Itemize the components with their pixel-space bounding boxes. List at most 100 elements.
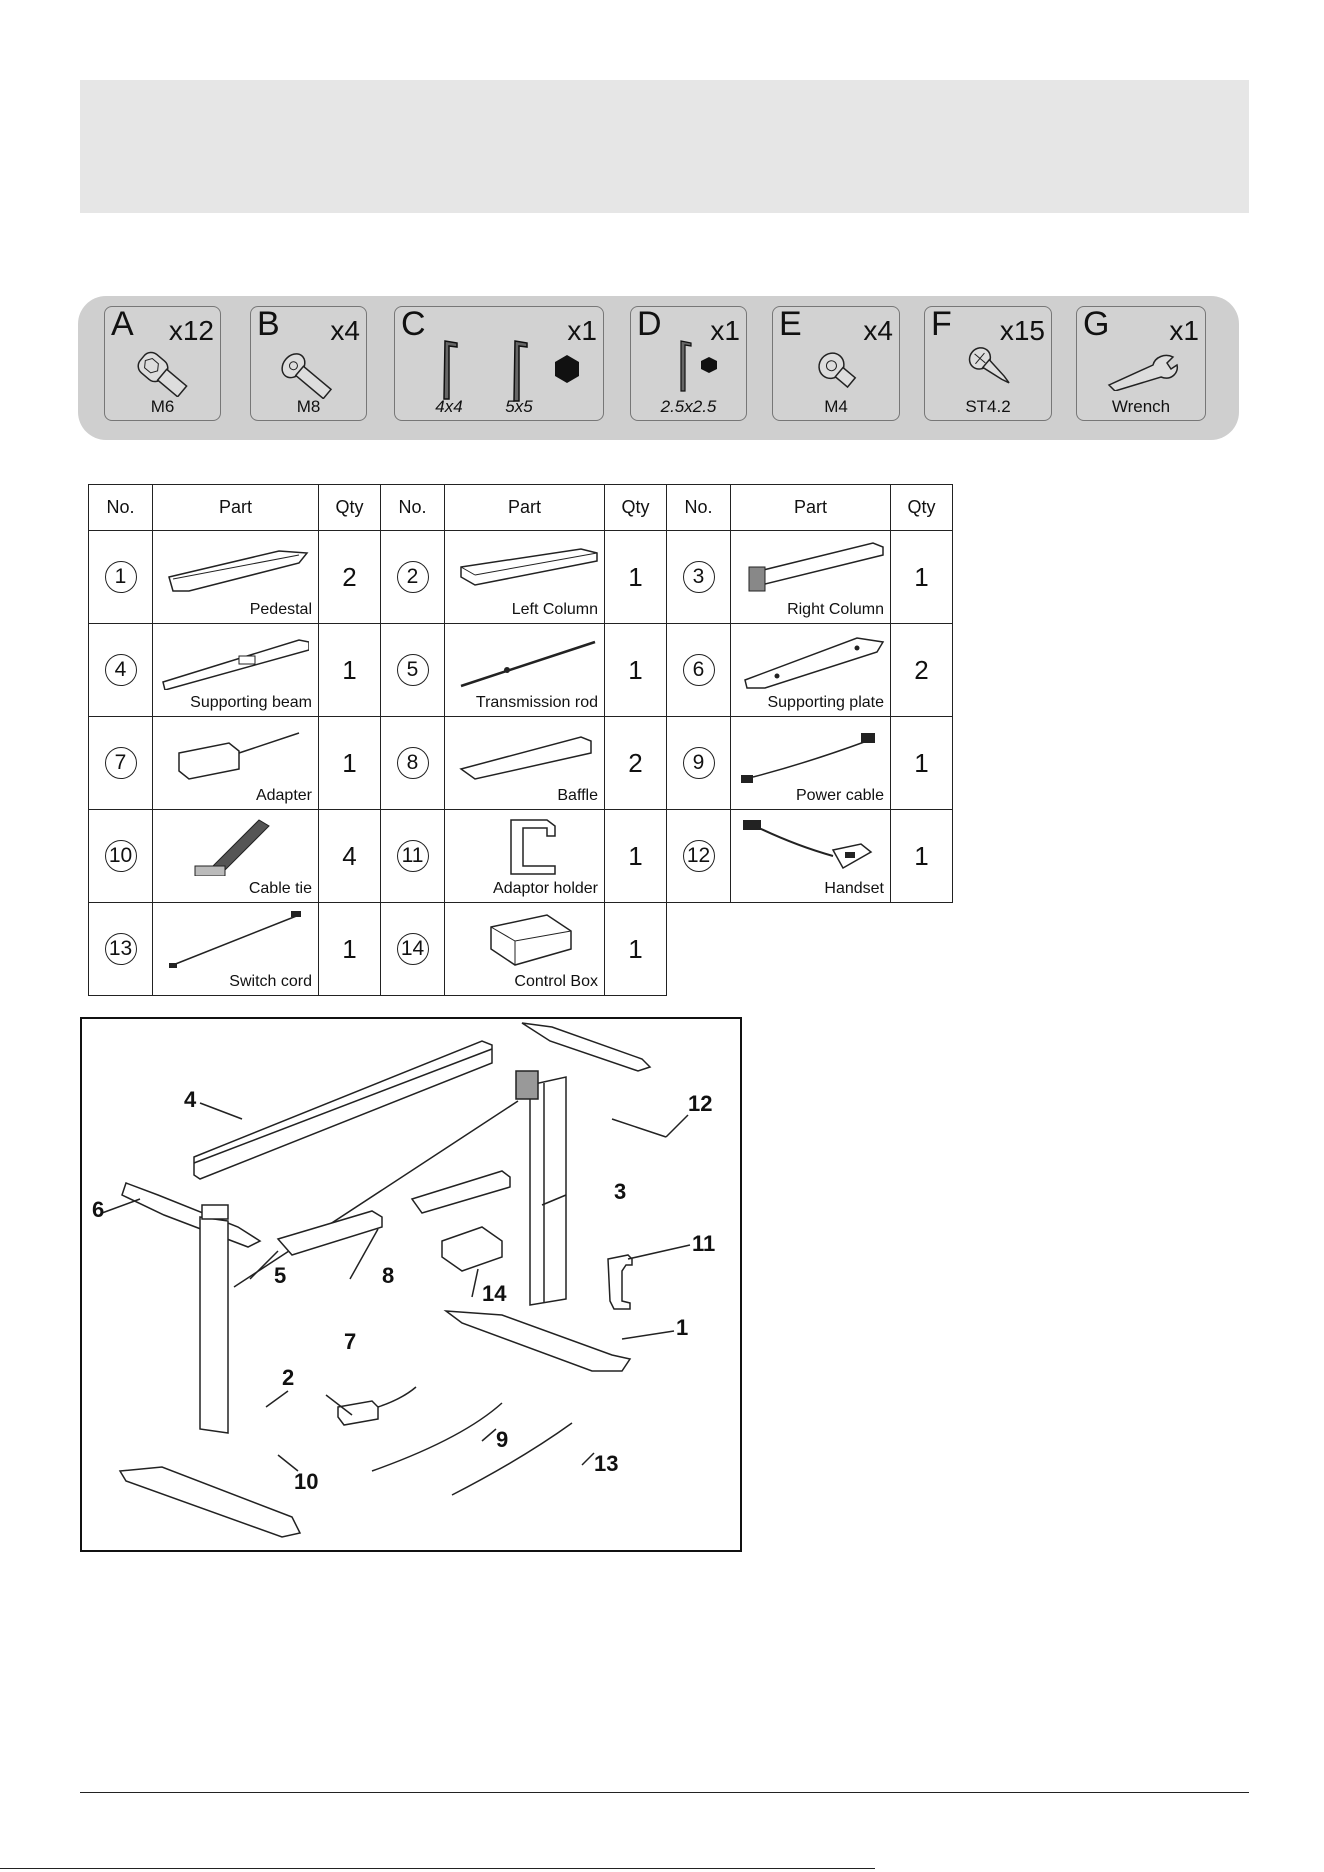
hardware-card-b: B x4 M8 — [250, 305, 367, 421]
parts-table: No. Part Qty No. Part Qty No. Part Qty 1… — [88, 484, 953, 996]
part-number: 8 — [396, 747, 429, 779]
table-row: 4 Supporting beam 1 5 Transmission rod 1… — [88, 623, 953, 717]
hardware-letter: B — [257, 305, 280, 343]
part-name: Adapter — [255, 787, 312, 804]
part-name: Supporting plate — [767, 694, 884, 711]
table-header-row: No. Part Qty No. Part Qty No. Part Qty — [88, 484, 953, 531]
adapter-image — [178, 732, 300, 780]
cap-screw-icon — [137, 351, 188, 397]
part-number: 9 — [682, 747, 715, 779]
part-number: 4 — [104, 654, 137, 686]
cable-tie-image — [194, 819, 270, 876]
supporting-plate-image — [744, 637, 885, 689]
hardware-card-d: D x1 2.5x2.5 — [630, 305, 747, 421]
header-qty: Qty — [318, 484, 381, 531]
part-number: 14 — [396, 933, 429, 965]
part-cell-power-cable: Power cable — [730, 716, 891, 810]
footer-divider — [80, 1792, 1249, 1793]
hardware-size: 2.5x2.5 — [660, 397, 717, 416]
hardware-size: M8 — [296, 397, 321, 416]
transmission-rod-image — [460, 640, 596, 688]
hardware-qty: x1 — [1169, 315, 1199, 346]
callout-1: 1 — [676, 1315, 688, 1340]
callout-2: 2 — [282, 1365, 294, 1390]
callout-5: 5 — [274, 1263, 286, 1288]
part-cell-pedestal: Pedestal — [152, 530, 319, 624]
right-column-image — [748, 542, 884, 592]
table-row: 1 Pedestal 2 2 Left Column 1 3 Right Col… — [88, 530, 953, 624]
part-name: Cable tie — [248, 880, 312, 897]
hardware-size: 5x5 — [505, 397, 533, 416]
power-cable-image — [741, 733, 875, 783]
part-number: 5 — [396, 654, 429, 686]
header-band — [80, 80, 1249, 213]
part-number: 1 — [104, 561, 137, 593]
header-part: Part — [444, 484, 605, 531]
supporting-beam-image — [162, 639, 309, 690]
header-no: No. — [666, 484, 731, 531]
part-qty: 1 — [604, 902, 667, 996]
callout-6: 6 — [92, 1197, 104, 1222]
part-cell-transmission-rod: Transmission rod — [444, 623, 605, 717]
pedestal-image — [168, 550, 309, 592]
header-qty: Qty — [604, 484, 667, 531]
adaptor-holder-image — [510, 819, 556, 875]
callout-9: 9 — [496, 1427, 508, 1452]
short-screw-icon — [818, 352, 857, 389]
hardware-qty: x4 — [863, 315, 893, 346]
part-name: Transmission rod — [475, 694, 598, 711]
part-name: Supporting beam — [190, 694, 312, 711]
flat-screw-icon — [281, 353, 333, 399]
left-column-image — [460, 548, 598, 586]
header-no: No. — [88, 484, 153, 531]
callout-11: 11 — [692, 1231, 715, 1256]
callout-14: 14 — [482, 1281, 507, 1306]
part-number: 11 — [396, 840, 429, 872]
part-name: Left Column — [511, 601, 598, 618]
part-cell-supporting-plate: Supporting plate — [730, 623, 891, 717]
part-cell-handset: Handset — [730, 809, 891, 903]
callout-7: 7 — [344, 1329, 356, 1354]
part-qty: 1 — [604, 809, 667, 903]
part-qty: 2 — [890, 623, 953, 717]
callout-12: 12 — [688, 1091, 712, 1116]
part-cell-left-column: Left Column — [444, 530, 605, 624]
callout-13: 13 — [594, 1451, 618, 1476]
wrench-icon — [1107, 354, 1179, 391]
wood-screw-icon — [968, 347, 1010, 384]
part-qty: 1 — [604, 530, 667, 624]
part-cell-control-box: Control Box — [444, 902, 605, 996]
callout-3: 3 — [614, 1179, 626, 1204]
hardware-card-c: C x1 4x4 5x5 — [394, 305, 604, 421]
part-qty: 1 — [318, 902, 381, 996]
hardware-qty: x1 — [710, 315, 740, 346]
hardware-card-g: G x1 Wrench — [1076, 305, 1206, 421]
part-name: Power cable — [795, 787, 884, 804]
control-box-image — [490, 914, 572, 966]
hardware-qty: x1 — [567, 315, 597, 346]
baffle-image — [459, 736, 592, 780]
hardware-size: M4 — [824, 397, 848, 416]
table-row: 7 Adapter 1 8 Baffle 2 9 Power cable 1 — [88, 716, 953, 810]
bottom-divider — [0, 1868, 875, 1869]
table-row: 10 Cable tie 4 11 Adaptor holder 1 12 Ha… — [88, 809, 953, 903]
callout-10: 10 — [294, 1469, 318, 1494]
part-number: 6 — [682, 654, 715, 686]
part-name: Pedestal — [249, 601, 312, 618]
hardware-card-e: E x4 M4 — [772, 305, 900, 421]
hardware-size: ST4.2 — [965, 397, 1011, 416]
hardware-letter: D — [637, 305, 662, 343]
hardware-letter: C — [401, 305, 426, 343]
part-cell-adapter: Adapter — [152, 716, 319, 810]
hardware-qty: x15 — [999, 315, 1045, 346]
part-qty: 1 — [604, 623, 667, 717]
hardware-card-f: F x15 ST4.2 — [924, 305, 1052, 421]
part-name: Right Column — [787, 601, 884, 618]
header-part: Part — [730, 484, 891, 531]
part-cell-supporting-beam: Supporting beam — [152, 623, 319, 717]
hardware-qty: x4 — [330, 315, 360, 346]
part-name: Handset — [824, 880, 884, 897]
switch-cord-image — [169, 911, 301, 968]
part-qty: 1 — [890, 530, 953, 624]
part-qty: 2 — [318, 530, 381, 624]
